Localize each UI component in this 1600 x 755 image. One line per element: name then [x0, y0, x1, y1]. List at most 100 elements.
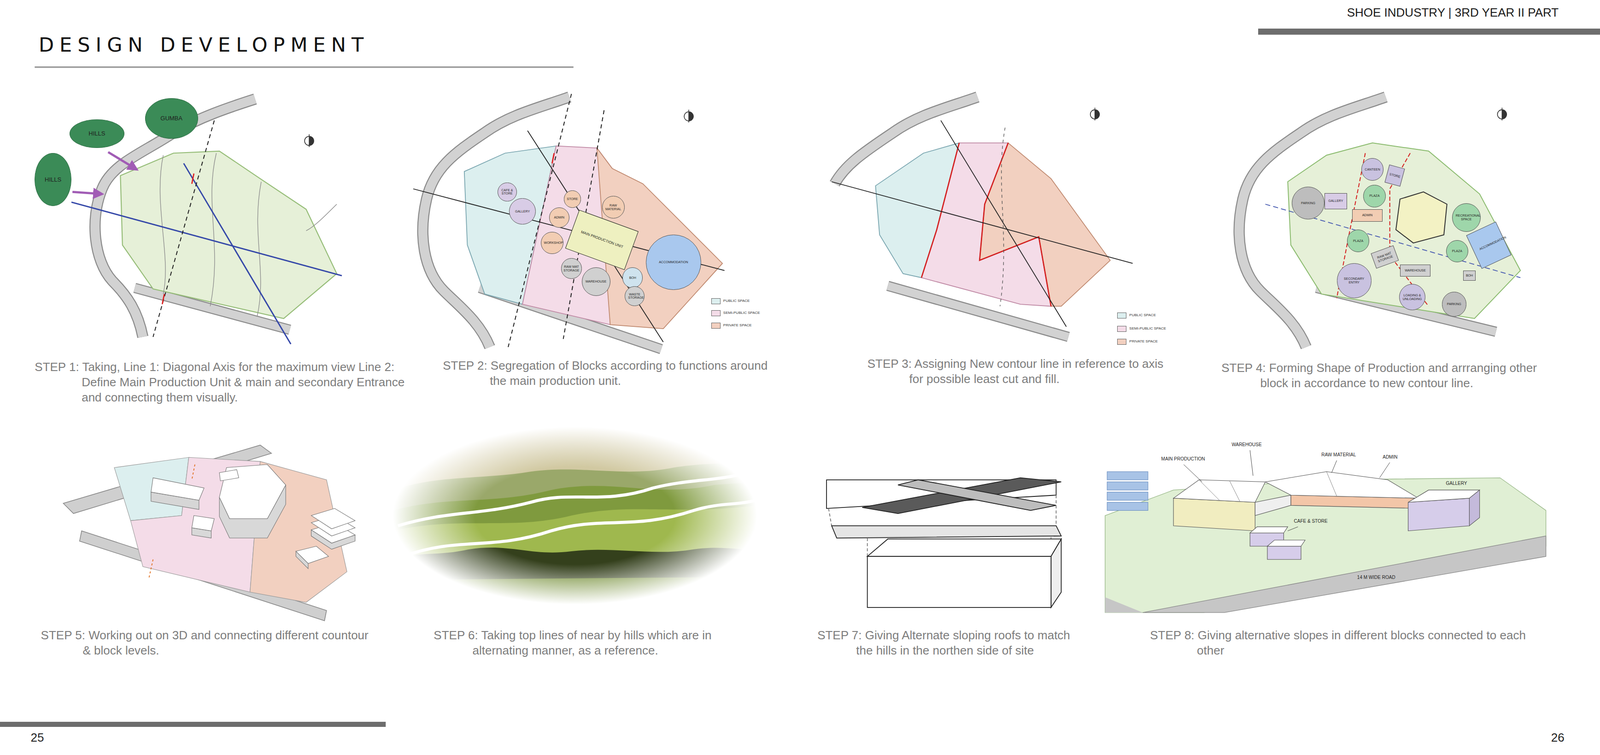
node-label: WORKSHOP [544, 240, 561, 245]
node-label: GALLERY [515, 209, 530, 214]
function-circle: ACCOMMODATION [645, 234, 702, 290]
massing-model [1408, 498, 1470, 531]
step3-contour-plan [831, 181, 1133, 264]
function-circle: PARKING [1441, 291, 1467, 317]
hills-photo [392, 461, 758, 604]
step1-site-plan [152, 120, 215, 337]
landmark-oval: HILLS [34, 152, 72, 206]
massing-model [1265, 471, 1419, 499]
step3-contour-plan [979, 142, 1111, 306]
legend-text: PRIVATE SPACE [723, 323, 752, 328]
step5-axonometric [311, 508, 356, 529]
function-circle: LOADING & UNLOADING [1399, 283, 1426, 311]
step-caption: STEP 3: Assigning New contour line in re… [867, 356, 1166, 387]
hills-photo [392, 504, 758, 604]
massing-model [1105, 477, 1547, 613]
hills-photo [403, 499, 756, 557]
node-label: LOADING & UNLOADING [1401, 293, 1423, 301]
function-circle: CAFE & STORE [497, 182, 517, 202]
step3-contour-plan [1090, 107, 1100, 121]
step5-axonometric [295, 550, 309, 569]
step1-site-plan [183, 163, 292, 344]
step4-block-plan [1239, 96, 1521, 347]
legend-swatch [711, 310, 721, 317]
node-label: STORE [567, 197, 579, 201]
step1-site-plan [120, 151, 337, 319]
step2-zoning-plan [551, 152, 554, 164]
legend-text: PUBLIC SPACE [723, 298, 751, 304]
header-text: SHOE INDUSTRY | 3RD YEAR II PART [1347, 5, 1559, 20]
function-circle: STORE [563, 190, 582, 208]
node-label: ACCOMMODATION [658, 260, 688, 264]
node-label: GUMBA [160, 115, 183, 122]
step2-zoning-plan [413, 93, 725, 350]
step3-contour-plan [831, 96, 1133, 337]
roof-diagram [1055, 494, 1057, 526]
step-caption: STEP 7: Giving Alternate sloping roofs t… [817, 627, 1075, 658]
node-label: PARKING [1301, 201, 1316, 206]
step4-block-plan [1395, 191, 1448, 243]
roof-diagram [1050, 538, 1061, 607]
landmark-oval: GUMBA [145, 98, 199, 140]
function-circle: BOH [622, 267, 643, 288]
step3-contour-plan [1000, 127, 1006, 307]
block-label: GALLERY [1446, 480, 1468, 487]
node-label: MAIN PRODUCTION UNIT [580, 230, 624, 250]
node-label: WAREHOUSE [1404, 268, 1426, 273]
step2-zoning-plan [684, 109, 694, 123]
landmark-oval: HILLS [69, 119, 125, 148]
block-label: ADMIN [1382, 454, 1398, 460]
hills-photo [398, 469, 756, 526]
function-circle: PARKING [1291, 186, 1325, 220]
node-label: GALLERY [1328, 199, 1343, 203]
massing-model [1107, 471, 1149, 480]
legend-text: SEMI-PUBLIC SPACE [1129, 326, 1167, 331]
roof-diagram [867, 538, 1062, 557]
roof-diagram [828, 508, 833, 526]
step3-contour-plan [921, 142, 960, 278]
function-circle: RAW MAT STORAGE [561, 257, 582, 279]
node-label: BOH [1465, 273, 1473, 278]
block-box: GALLERY [1324, 193, 1348, 210]
block-label: MAIN PRODUCTION [1161, 456, 1206, 462]
step1-site-plan [108, 152, 137, 170]
node-label: RECREATIONAL SPACE [1455, 213, 1477, 221]
hills-photo [392, 426, 758, 604]
block-label: WAREHOUSE [1231, 441, 1262, 448]
massing-model [1408, 489, 1480, 503]
block-box: RAW MAT STORAGE [1370, 245, 1399, 270]
node-label: PLAZA [1353, 239, 1364, 243]
step2-zoning-plan [527, 130, 664, 342]
step1-site-plan [257, 181, 262, 317]
legend-text: PUBLIC SPACE [1129, 313, 1156, 318]
node-label: ACCOMMODATION [1478, 239, 1499, 251]
step1-site-plan [72, 191, 102, 194]
block-box: STORE [1384, 164, 1406, 187]
block-box: ADMIN [1352, 209, 1383, 222]
node-label: CAFE & STORE [499, 188, 515, 196]
function-circle: WORKSHOP [540, 231, 564, 255]
roof-diagram [826, 477, 1061, 608]
roof-diagram [831, 525, 1061, 539]
massing-model [1199, 479, 1220, 500]
legend-swatch [711, 298, 721, 305]
step1-site-plan [210, 152, 217, 306]
step5-axonometric [151, 477, 205, 501]
function-circle: GALLERY [509, 198, 536, 225]
step1-site-plan [305, 204, 337, 231]
step4-block-plan [1287, 142, 1521, 319]
legend-swatch [1117, 325, 1127, 332]
function-circle: WAREHOUSE [581, 267, 611, 296]
plaza-circle: PLAZA [1363, 184, 1386, 208]
step-caption: STEP 6: Taking top lines of near by hill… [433, 627, 752, 658]
legend-text: SEMI-PUBLIC SPACE [723, 310, 761, 316]
step5-axonometric [219, 464, 286, 519]
node-label: WASTE STORAGE [628, 292, 642, 300]
legend-swatch [711, 322, 721, 329]
hills-photo [392, 426, 758, 604]
step1-site-plan [71, 202, 342, 276]
step3-contour-plan [940, 120, 1067, 327]
massing-model [1105, 450, 1547, 613]
massing-model [1379, 462, 1390, 478]
block-label: RAW MATERIAL [1321, 451, 1356, 458]
